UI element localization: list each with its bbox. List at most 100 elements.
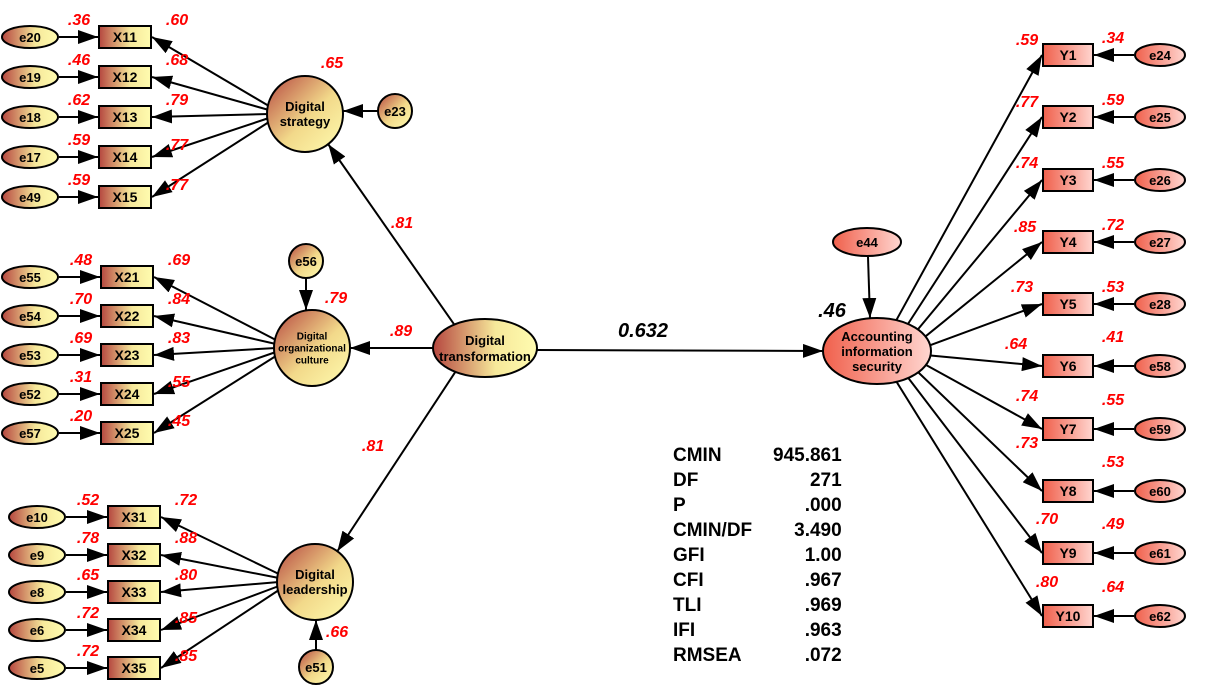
- indicator-box: [107, 656, 161, 680]
- loading-path: [921, 361, 1043, 430]
- indicator-box: [107, 505, 161, 529]
- disturbance-label: e23: [384, 104, 406, 119]
- error-node: [1134, 43, 1186, 67]
- latent-label: Digital: [285, 99, 325, 114]
- indicator-label: X34: [122, 622, 147, 638]
- disturbance-label: e51: [305, 660, 327, 675]
- error-node: [1, 421, 59, 445]
- latent-factor-doc: [273, 309, 351, 387]
- loading-path: [153, 351, 277, 395]
- loading-label: .84: [168, 291, 190, 308]
- error-label: e5: [30, 661, 44, 676]
- latent-factor-digital-transformation: [432, 318, 538, 378]
- indicator-box: [107, 618, 161, 642]
- r-squared-label: .72: [77, 605, 99, 622]
- indicator-label: X21: [115, 269, 140, 285]
- r-squared-label: .62: [68, 92, 90, 109]
- loading-label: .60: [166, 12, 188, 29]
- error-label: e6: [30, 623, 44, 638]
- loading-label: .69: [168, 252, 190, 269]
- loading-path: [153, 355, 277, 434]
- loading-label: .74: [1016, 388, 1038, 405]
- fit-label: CFI: [673, 570, 704, 591]
- error-node: [1134, 292, 1186, 316]
- loading-label: .89: [390, 323, 412, 340]
- indicator-label: Y2: [1059, 109, 1076, 125]
- coefficient-layer: .81.89.810.632.65.36.60.46.68.62.79.59.7…: [68, 12, 1125, 665]
- loading-path: [914, 179, 1043, 334]
- error-label: e20: [19, 30, 41, 45]
- path-dt-to-ds: [327, 143, 457, 328]
- error-label: e60: [1149, 484, 1171, 499]
- loading-label: .81: [362, 438, 384, 455]
- fit-label: GFI: [673, 545, 705, 566]
- loading-path: [151, 75, 270, 111]
- r-squared-label: .34: [1102, 30, 1124, 47]
- r-squared-label: .55: [1102, 392, 1125, 409]
- path-layer: [59, 30, 1134, 675]
- latent-factor-dl: [276, 543, 354, 621]
- indicator-label: X12: [113, 69, 138, 85]
- error-node: [1134, 479, 1186, 503]
- disturbance-node: [288, 243, 324, 279]
- fit-value: .963: [804, 620, 842, 641]
- error-node: [8, 580, 66, 604]
- latent-factor-accounting-information-security: [822, 317, 932, 385]
- latent-label: Accounting: [841, 329, 913, 344]
- loading-path: [905, 374, 1043, 554]
- indicator-label: Y5: [1059, 296, 1076, 312]
- r-squared-label: .59: [1102, 92, 1124, 109]
- fit-row: TLI.969: [673, 593, 842, 618]
- latent-label: culture: [295, 356, 329, 367]
- fit-value: .000: [804, 495, 842, 516]
- indicator-label: Y1: [1059, 47, 1076, 63]
- indicator-box: [100, 343, 154, 367]
- error-node: [1, 25, 59, 49]
- loading-path: [160, 581, 279, 598]
- loading-path: [151, 121, 270, 198]
- loading-label: .85: [175, 610, 198, 627]
- latent-label: Digital: [297, 332, 328, 343]
- indicator-box: [1042, 479, 1094, 503]
- loading-label: .80: [1036, 574, 1058, 591]
- error-node: [1134, 604, 1186, 628]
- error-node: [1, 343, 59, 367]
- error-label: e19: [19, 70, 41, 85]
- fit-label: CMIN/DF: [673, 520, 753, 541]
- loading-path: [893, 378, 1043, 617]
- indicator-label: Y9: [1059, 545, 1076, 561]
- loading-label: .83: [168, 330, 190, 347]
- indicator-box: [1042, 417, 1094, 441]
- indicator-label: X14: [113, 149, 138, 165]
- indicator-label: X23: [115, 347, 140, 363]
- loading-path: [924, 303, 1043, 348]
- indicator-box: [100, 265, 154, 289]
- error-label: e58: [1149, 359, 1171, 374]
- error-node: [8, 618, 66, 642]
- fit-label: RMSEA: [673, 645, 742, 666]
- loading-label: .73: [1011, 279, 1033, 296]
- loading-path: [151, 117, 270, 158]
- r-squared-label: .53: [1102, 454, 1124, 471]
- indicator-label: X25: [115, 425, 140, 441]
- loading-label: .77: [166, 177, 189, 194]
- indicator-label: Y7: [1059, 421, 1076, 437]
- loading-path: [153, 346, 276, 361]
- error-label: e54: [19, 309, 41, 324]
- indicator-label: X24: [115, 386, 140, 402]
- r-squared-label: .65: [321, 55, 344, 72]
- loading-path: [153, 313, 277, 345]
- fit-row: CFI.967: [673, 568, 842, 593]
- indicator-label: X13: [113, 109, 138, 125]
- error-node: [1134, 230, 1186, 254]
- indicator-box: [1042, 604, 1094, 628]
- indicator-label: Y10: [1056, 608, 1081, 624]
- r-squared-label: .70: [70, 291, 92, 308]
- disturbance-node: [298, 649, 334, 685]
- error-label: e17: [19, 150, 41, 165]
